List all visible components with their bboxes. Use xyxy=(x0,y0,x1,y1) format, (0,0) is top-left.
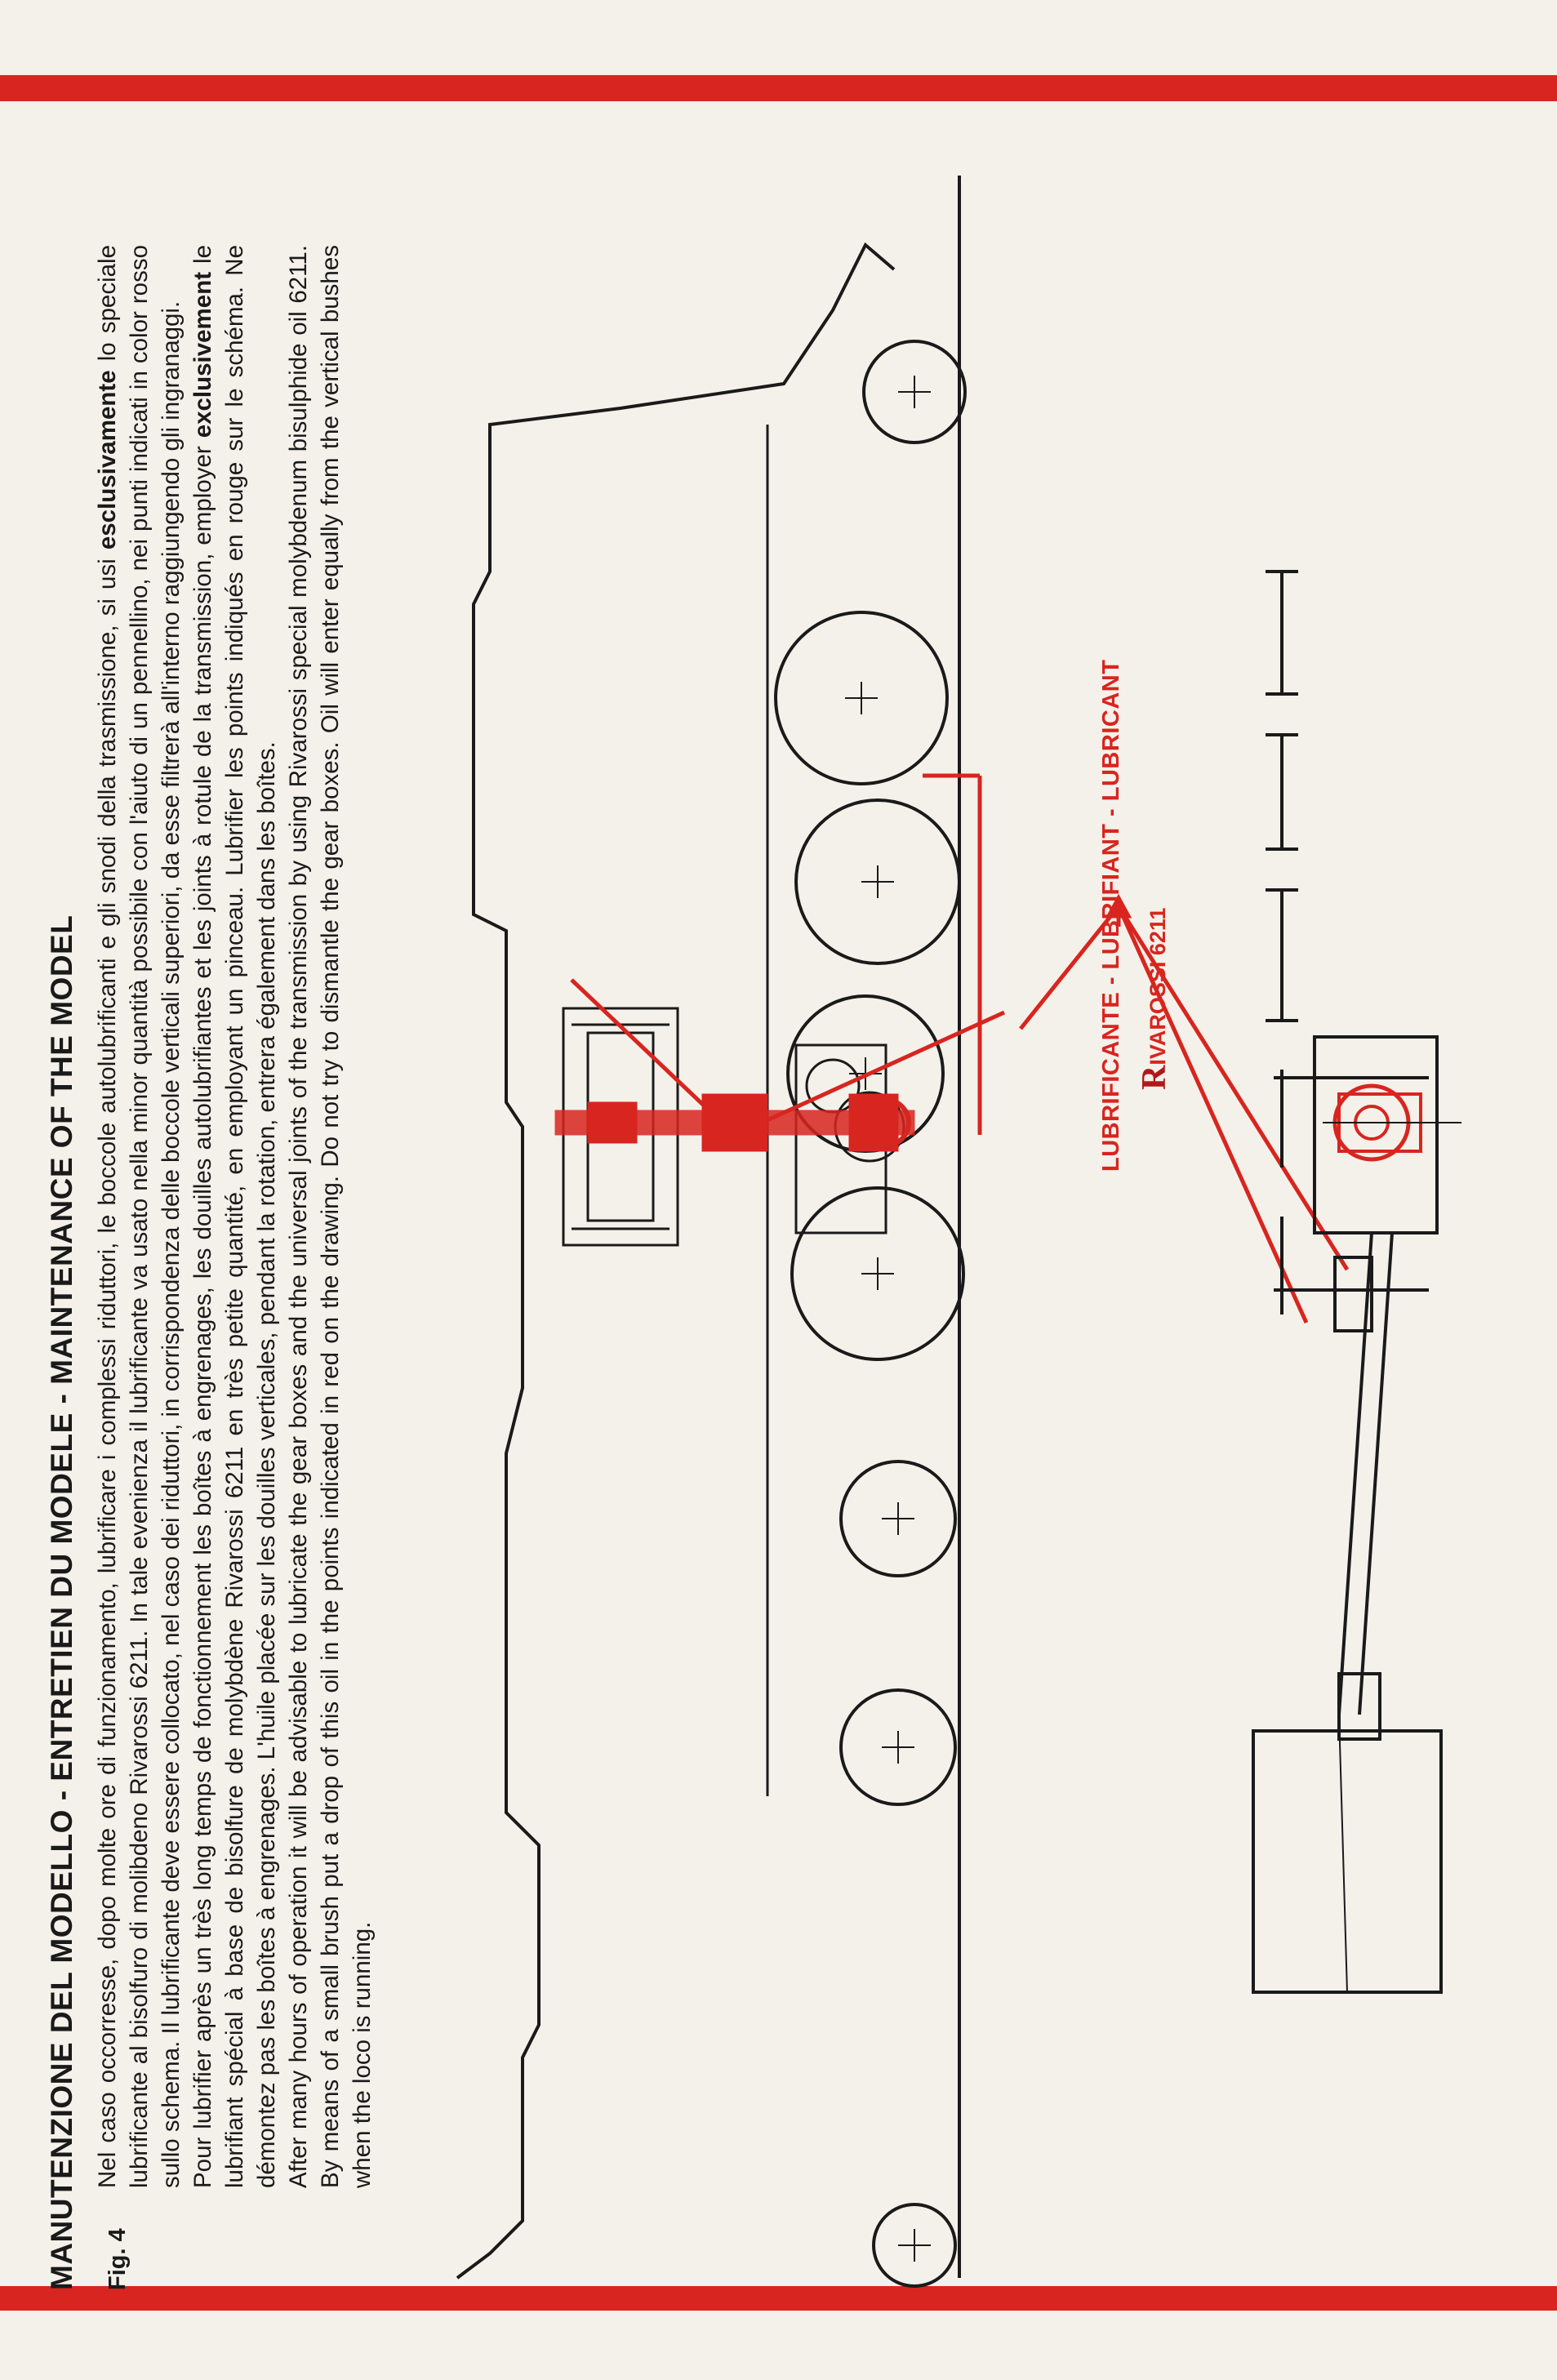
lubrication-points xyxy=(554,1093,915,1152)
wheel xyxy=(872,2203,957,2288)
wheel xyxy=(790,1186,965,1361)
cardan-shaft xyxy=(1252,1232,1443,1994)
flange-detail xyxy=(1266,570,1461,1315)
instructions-text: Nel caso occorresse, dopo molte ore di f… xyxy=(91,245,378,2188)
bottom-red-band xyxy=(0,2286,1557,2311)
top-red-band xyxy=(0,75,1557,101)
brand-name: IVAROSSI 6211 xyxy=(1146,907,1170,1065)
lubricant-label: LUBRIFICANTE - LUBRIFIANT - LUBRICANT xyxy=(1098,659,1124,1172)
wheel xyxy=(839,1688,957,1806)
figure-label: Fig. 4 xyxy=(105,2228,131,2290)
french-paragraph: Pour lubrifier après un très long temps … xyxy=(189,245,280,2188)
wheel xyxy=(862,340,967,444)
frame-outline xyxy=(456,242,896,2280)
brand-logo: RIVAROSSI 6211 xyxy=(1135,908,1174,1090)
page-title: MANUTENZIONE DEL MODELLO - ENTRETIEN DU … xyxy=(45,914,78,2290)
wheel xyxy=(774,611,949,785)
driving-wheels xyxy=(774,340,967,2288)
italian-paragraph: Nel caso occorresse, dopo molte ore di f… xyxy=(94,245,185,2188)
english-paragraph: After many hours of operation it will be… xyxy=(285,245,376,2188)
brand-logo-letter: R xyxy=(1136,1065,1173,1090)
wheel xyxy=(794,799,961,965)
wheel xyxy=(839,1460,957,1577)
red-indicator-lines xyxy=(570,773,1350,1324)
